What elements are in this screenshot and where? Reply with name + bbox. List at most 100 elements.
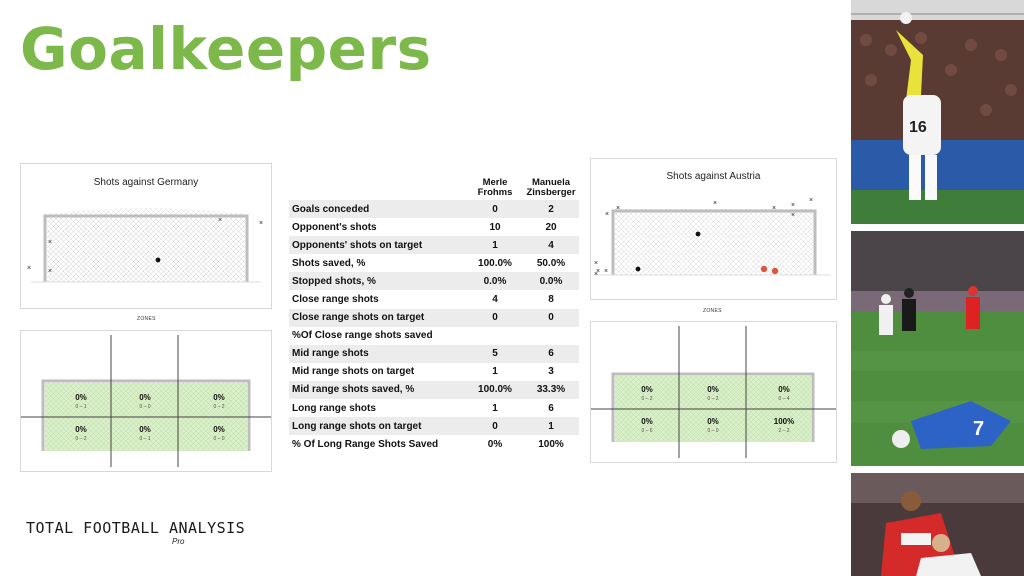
zone-ratio: 0 – 0 (139, 404, 151, 410)
zone-pct: 0% (213, 425, 225, 434)
shot-marker: × (259, 220, 263, 227)
zone-pct: 0% (778, 385, 790, 394)
austria-zones-diagram (591, 326, 836, 458)
germany-shot-map-title: Shots against Germany (93, 177, 199, 188)
table-row: Shots saved, % 100.0% 50.0% (289, 254, 579, 272)
cell-frohms: 5 (467, 344, 523, 363)
cell-zinsberger: 33.3% (523, 380, 579, 400)
cell-frohms: 4 (492, 294, 498, 306)
cell-frohms: 1 (492, 366, 498, 378)
row-label: Opponent's shots (292, 221, 377, 233)
cell-zinsberger: 6 (523, 344, 579, 363)
shot-marker: × (27, 265, 31, 272)
shot-dot (695, 231, 701, 237)
cell-frohms: 100.0% (467, 380, 523, 400)
zone-ratio: 0 – 1 (139, 436, 151, 442)
cell-frohms (467, 327, 523, 345)
cell-frohms: 0% (487, 438, 503, 450)
austria-zones-panel: 0% 0 – 2 0% 0 – 2 0% 0 – 4 0% 0 – 6 0% 0… (590, 321, 837, 463)
zone-ratio: 0 – 0 (707, 428, 719, 434)
zone-pct: 0% (75, 393, 87, 402)
row-label: Goals conceded (289, 200, 467, 219)
zone-pct: 0% (641, 385, 653, 394)
row-label: Long range shots on target (289, 417, 467, 436)
zone-pct: 0% (75, 425, 87, 434)
zone-ratio: 0 – 2 (213, 404, 225, 410)
zone-ratio: 0 – 2 (641, 396, 653, 402)
cell-zinsberger: 0 (523, 308, 579, 327)
zone-ratio: 0 – 6 (641, 428, 653, 434)
cell-frohms: 1 (467, 236, 523, 255)
austria-zones-label: ZONES (703, 308, 722, 314)
cell-frohms: 100.0% (478, 257, 512, 269)
brand-logo: TOTAL FOOTBALL ANALYSIS (26, 519, 246, 537)
shot-marker: × (791, 212, 795, 219)
match-photo-pitch-action: 7 (851, 231, 1024, 466)
shot-marker: × (218, 217, 222, 224)
zone-pct: 0% (139, 393, 151, 402)
cell-zinsberger: 6 (548, 402, 554, 414)
zone-cell: 0% 0 – 2 (693, 385, 733, 402)
row-label: Mid range shots saved, % (289, 380, 467, 400)
cell-frohms: 0 (467, 200, 523, 219)
germany-goal-diagram: × × × × × (27, 208, 263, 283)
zone-ratio: 0 – 2 (75, 436, 87, 442)
table-row: Long range shots 1 6 (289, 399, 579, 417)
zone-cell: 0% 0 – 0 (125, 393, 165, 410)
austria-shot-map: Shots against Austria × × × × × × × × × … (590, 158, 837, 300)
zone-cell: 0% 0 – 2 (627, 385, 667, 402)
cell-zinsberger: 20 (545, 221, 557, 233)
cell-zinsberger: 2 (523, 200, 579, 219)
zone-cell: 0% 0 – 0 (693, 417, 733, 434)
shot-marker: × (772, 205, 776, 212)
zone-cell: 0% 0 – 1 (61, 393, 101, 410)
zone-ratio: 2 – 2 (778, 428, 790, 434)
shot-marker: × (594, 260, 598, 267)
germany-zones-panel: 0% 0 – 1 0% 0 – 0 0% 0 – 2 0% 0 – 2 0% 0… (20, 330, 272, 472)
zone-cell: 0% 0 – 1 (125, 425, 165, 442)
shot-markers: × × × × × (27, 217, 263, 275)
austria-goal-diagram: × × × × × × × × × × × (594, 197, 831, 278)
row-label: Close range shots (292, 294, 379, 306)
germany-zones-label: ZONES (137, 316, 156, 322)
germany-shot-map: Shots against Germany × × × × × (20, 163, 272, 309)
goal-conceded-dot (760, 265, 768, 273)
row-label: Shots saved, % (292, 257, 366, 269)
row-label: Long range shots (292, 402, 376, 414)
shot-marker: × (48, 268, 52, 275)
goal-shot-dot (155, 257, 161, 263)
zone-cell: 0% 0 – 2 (199, 393, 239, 410)
cell-zinsberger: 1 (523, 417, 579, 436)
goal-conceded-dot (771, 267, 779, 275)
zone-ratio: 0 – 4 (778, 396, 790, 402)
cell-zinsberger (523, 327, 579, 345)
shot-dot (635, 266, 641, 272)
zone-pct: 0% (707, 417, 719, 426)
brand-logo-pro: Pro (172, 537, 185, 546)
table-row: Mid range shots saved, %100.0%33.3% (289, 380, 579, 400)
match-photo-austria-player (851, 473, 1024, 576)
table-row: %Of Close range shots saved (289, 327, 579, 345)
cell-zinsberger: 4 (523, 236, 579, 255)
shot-marker: × (48, 239, 52, 246)
zone-ratio: 0 – 1 (75, 404, 87, 410)
cell-frohms: 1 (492, 402, 498, 414)
row-label: Opponents' shots on target (289, 236, 467, 255)
cell-zinsberger: 50.0% (536, 257, 566, 269)
zone-cell: 0% 0 – 4 (764, 385, 804, 402)
row-label: Stopped shots, % (289, 272, 467, 291)
shot-marker: × (809, 197, 813, 204)
row-label: Mid range shots (289, 344, 467, 363)
zone-cell: 100% 2 – 2 (764, 417, 804, 434)
row-label: Close range shots on target (289, 308, 467, 327)
cell-zinsberger: 100% (538, 438, 564, 450)
